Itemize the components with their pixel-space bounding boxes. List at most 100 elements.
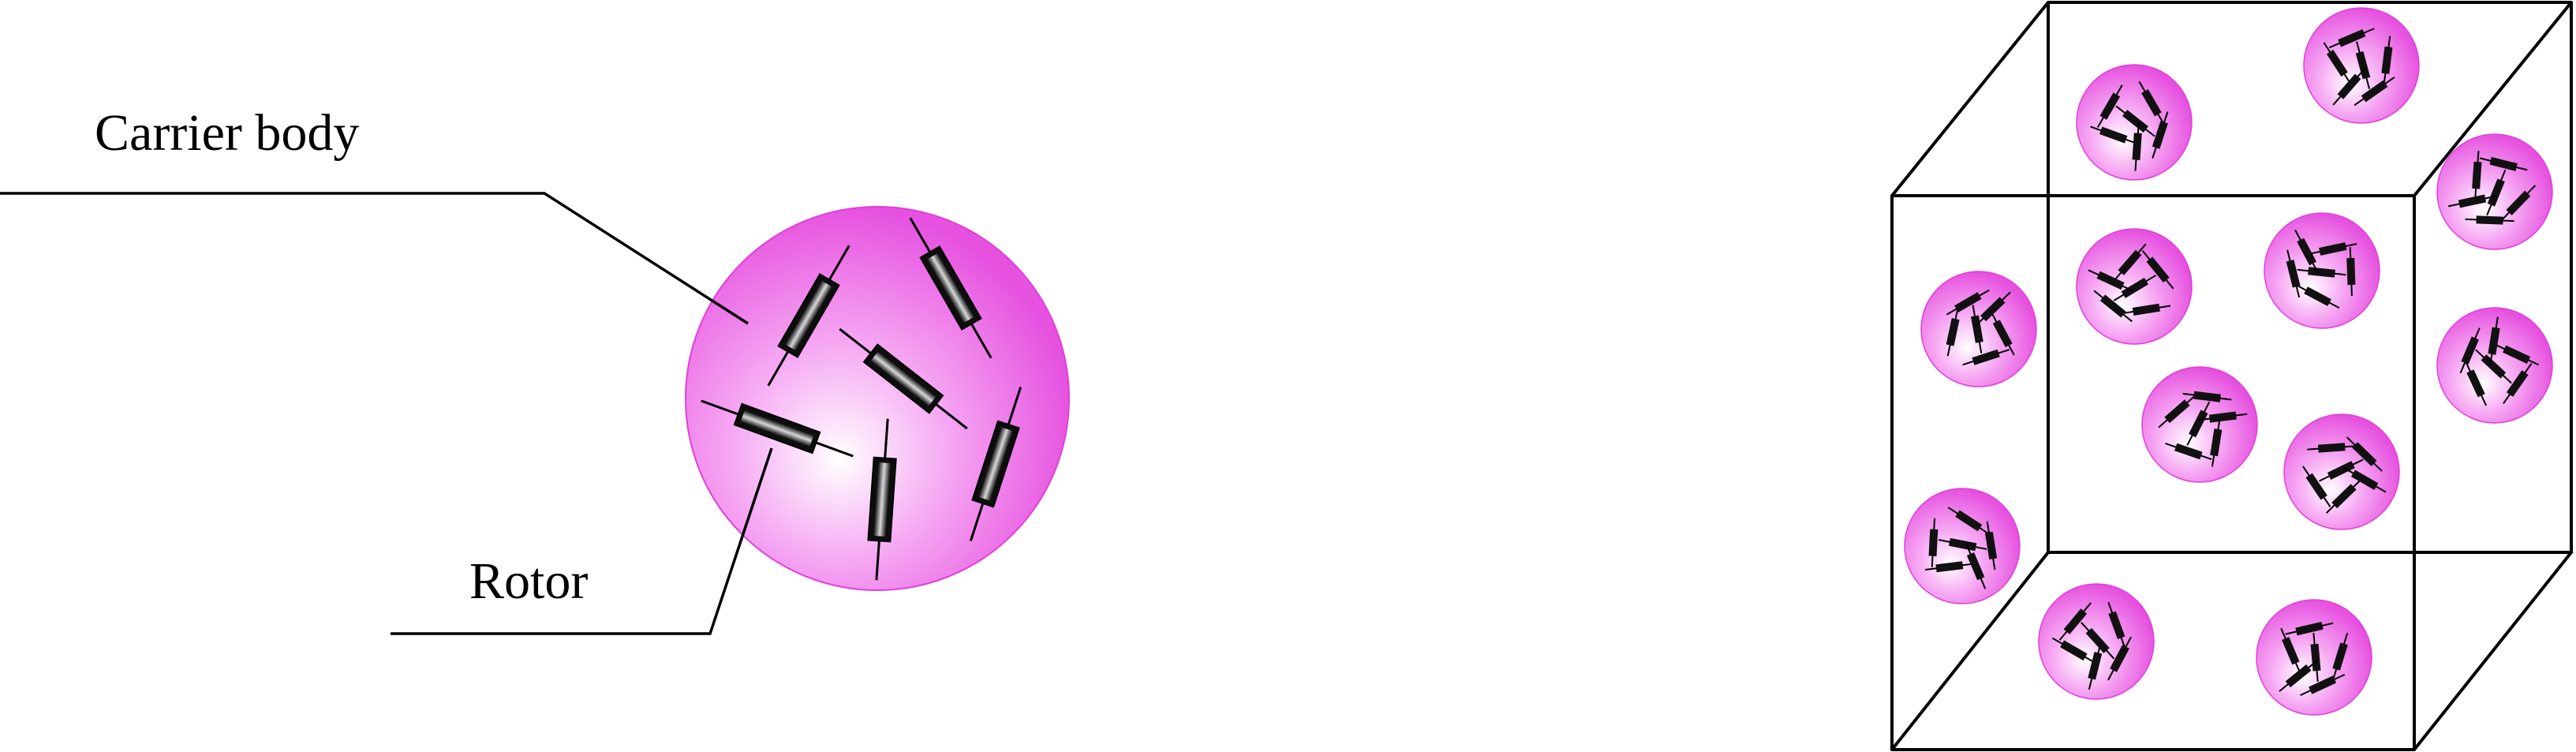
rotor: [2488, 316, 2500, 365]
rotor: [969, 387, 1023, 541]
rotor: [2354, 76, 2395, 107]
rotor: [2285, 621, 2334, 636]
rotor: [2279, 660, 2318, 692]
single-carrier: [685, 206, 1070, 591]
rotor: [1947, 507, 1990, 535]
rotor: [2107, 601, 2126, 649]
rotor: [2132, 122, 2142, 171]
rotor: [2295, 284, 2340, 309]
rotor: [767, 245, 851, 387]
rotor: [2332, 633, 2349, 681]
rotor: [2475, 349, 2512, 384]
rotor: [2300, 673, 2346, 696]
rotor-leader-line: [391, 447, 773, 635]
small-carrier: [1904, 488, 2021, 604]
rotor: [1974, 291, 2011, 327]
rotor: [2158, 395, 2197, 428]
rotor: [1939, 537, 1987, 552]
rotor: [2323, 42, 2352, 84]
small-carrier: [2436, 133, 2553, 250]
rotor: [1965, 543, 1987, 589]
rotor: [2309, 242, 2357, 256]
rotor: [1971, 305, 1983, 354]
rotor: [2090, 125, 2137, 144]
small-carrier: [2076, 228, 2193, 345]
rotor: [2486, 169, 2507, 216]
rotor: [2088, 269, 2133, 292]
rotor: [909, 217, 993, 359]
rotor: [1962, 349, 2010, 366]
rotor: [2152, 111, 2169, 159]
rotor: [2332, 67, 2366, 106]
carrier-body-leader-line: [0, 192, 749, 325]
rotor: [2302, 466, 2331, 507]
rotor: [2459, 327, 2481, 374]
rotor: [2500, 185, 2537, 222]
rotor: [2355, 41, 2371, 89]
cube-back-face: [2047, 1, 2573, 554]
rotor: [2297, 267, 2346, 278]
small-carrier: [2038, 583, 2155, 700]
rotor: [2346, 247, 2356, 297]
rotor: [2346, 436, 2383, 472]
rotor: [701, 399, 854, 458]
rotor: [2294, 230, 2320, 274]
rotor: [867, 418, 897, 581]
rotor: [2210, 417, 2223, 467]
carrier-sphere: [685, 206, 1070, 591]
rotor: [2107, 636, 2132, 681]
rotor: [1946, 289, 1990, 316]
rotor: [1924, 561, 1974, 573]
rotor: [2138, 80, 2165, 125]
rotor: [2113, 275, 2156, 301]
rotor: [2122, 303, 2171, 316]
rotor: [2494, 343, 2540, 366]
rotor: [2093, 290, 2133, 323]
rotor: [2165, 442, 2212, 461]
rotor: [2328, 28, 2375, 49]
rotor-label: Rotor: [469, 552, 588, 610]
small-carrier: [2076, 64, 2193, 181]
rotor: [2280, 627, 2301, 674]
rotor: [2503, 363, 2533, 405]
rotor: [2186, 401, 2211, 446]
rotor-group: [701, 217, 1023, 581]
small-carrier: [2303, 7, 2420, 124]
cube-front-face: [1890, 194, 2416, 751]
rotor: [1946, 308, 1960, 357]
rotor: [2479, 156, 2528, 171]
rotor: [2448, 194, 2497, 208]
rotor: [2096, 84, 2123, 128]
rotor: [2472, 151, 2482, 200]
cube-connecting-edges: [1890, 1, 2573, 751]
rotor: [839, 327, 968, 430]
small-carrier: [2283, 413, 2400, 530]
carrier-cube: [1890, 1, 2573, 751]
rotor: [2198, 411, 2248, 423]
rotor: [2465, 361, 2488, 406]
rotor: [2325, 478, 2362, 514]
rotor: [2051, 637, 2096, 664]
rotor: [2081, 622, 2115, 660]
rotor: [2342, 466, 2387, 493]
rotor: [1928, 518, 1939, 567]
carrier-body-label: Carrier body: [95, 104, 359, 162]
small-carrier: [2256, 599, 2372, 716]
rotor: [2381, 36, 2393, 85]
dispersed-carriers: [1904, 7, 2553, 716]
small-carrier: [1920, 271, 2037, 387]
rotor: [2058, 602, 2092, 641]
rotor: [2182, 391, 2232, 402]
rotor: [2286, 249, 2301, 298]
rotor: [2319, 458, 2364, 482]
rotor: [2115, 105, 2155, 137]
rotor: [1990, 311, 2015, 356]
small-carrier: [2141, 366, 2258, 483]
rotor: [2465, 215, 2514, 225]
rotor: [2113, 243, 2147, 282]
rotor: [1984, 521, 1998, 571]
small-carrier: [2436, 307, 2553, 424]
small-carrier: [2264, 212, 2380, 329]
rotor: [2307, 443, 2357, 453]
